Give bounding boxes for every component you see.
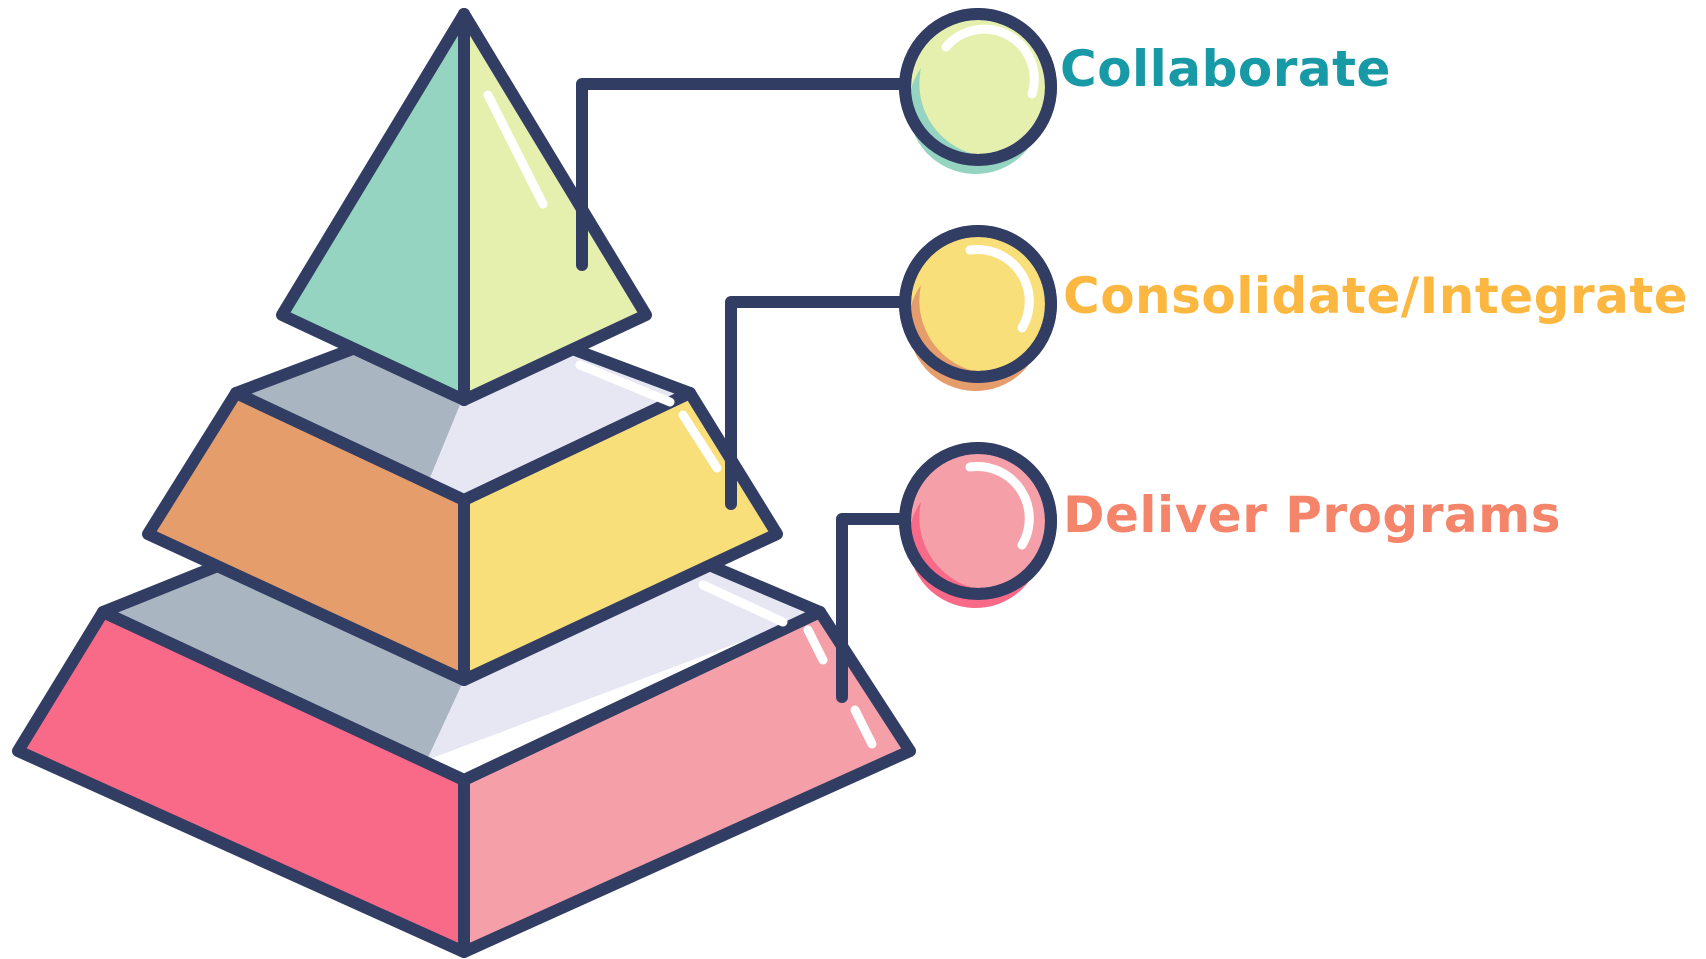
bottom-ledge-shadow: [103, 565, 464, 760]
pyramid-middle-tier: [142, 344, 783, 686]
top-left-face: [276, 8, 470, 406]
ball-top: [899, 8, 1057, 175]
bottom-top-rim: [97, 559, 226, 618]
label-deliver-programs: Deliver Programs: [1063, 486, 1561, 544]
ball-middle: [899, 225, 1057, 392]
highlight-stroke-bottom-ledge: [698, 580, 788, 627]
middle-ledge-edge: [230, 387, 696, 506]
highlight-stroke-top: [483, 90, 548, 209]
highlight-stroke-mid-face: [678, 410, 722, 473]
connector-bottom: [836, 513, 911, 703]
connector-top: [576, 78, 911, 271]
highlight-stroke-bottom-face-a: [803, 625, 828, 665]
pyramid-bottom-tier: [12, 559, 916, 958]
highlight-stroke-mid-ledge: [575, 360, 675, 407]
middle-ledge-shadow: [236, 350, 460, 478]
bottom-ledge-edge: [97, 606, 826, 786]
bottom-top-rim-right: [703, 559, 826, 618]
ball-bottom: [899, 442, 1057, 609]
connector-middle: [725, 296, 911, 510]
label-consolidate-integrate: Consolidate/Integrate: [1063, 267, 1689, 325]
middle-top-rim-right: [569, 344, 696, 399]
middle-top-rim: [230, 344, 356, 399]
highlight-stroke-bottom-face-b: [850, 705, 877, 749]
label-collaborate: Collaborate: [1060, 40, 1391, 98]
connectors: [576, 78, 911, 703]
top-right-face: [458, 8, 652, 406]
highlights: [483, 90, 877, 749]
pyramid-top-tier: [276, 8, 652, 406]
